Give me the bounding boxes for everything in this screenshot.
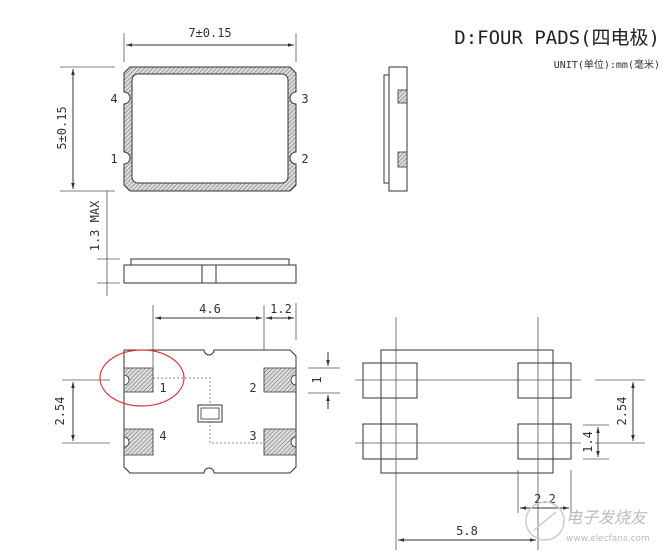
watermark-logo-icon xyxy=(525,501,565,541)
lid xyxy=(131,73,289,184)
pad-2 xyxy=(263,367,297,393)
pin-label-1: 1 xyxy=(110,152,117,166)
watermark-brand: 电子发烧友 xyxy=(566,508,648,527)
bottom-pin-label-1: 1 xyxy=(159,381,166,395)
land-pitch-x-label: 5.8 xyxy=(456,524,478,538)
thickness-dim-label: 1.3 MAX xyxy=(88,200,102,251)
bottom-pin-label-4: 4 xyxy=(159,429,166,443)
height-dim-label: 5±0.15 xyxy=(55,106,69,149)
land-pad xyxy=(362,423,418,460)
pad-pitch-x-label: 4.6 xyxy=(199,302,221,316)
pin-label-4: 4 xyxy=(110,92,117,106)
top-view: 7±0.15 5±0.15 4 3 1 2 xyxy=(55,26,309,192)
width-dim-label: 7±0.15 xyxy=(188,26,231,40)
land-pattern: 1 2.54 1.4 2.2 5.8 xyxy=(308,317,645,550)
land-pad-height-label: 1 xyxy=(310,376,324,383)
land-pad xyxy=(517,423,572,460)
bottom-view: 1 2 3 4 4.6 1.2 2.54 xyxy=(53,302,297,474)
pin1-highlight-circle xyxy=(99,349,185,407)
watermark: 电子发烧友 www.elecfans.com xyxy=(525,501,650,544)
land-pad xyxy=(517,362,572,399)
bottom-pin-label-3: 3 xyxy=(249,429,256,443)
pin-label-3: 3 xyxy=(301,92,308,106)
pin-label-2: 2 xyxy=(301,152,308,166)
right-side-view xyxy=(383,66,408,192)
pad-pitch-y-label: 2.54 xyxy=(53,397,67,426)
pad-width-label: 1.2 xyxy=(270,302,292,316)
pad-3 xyxy=(263,428,297,456)
front-side-view: 1.3 MAX xyxy=(88,191,297,296)
drawing-title: D:FOUR PADS(四电极) xyxy=(454,27,660,49)
watermark-url: www.elecfans.com xyxy=(566,534,650,544)
land-gap-label: 1.4 xyxy=(581,431,595,453)
land-pitch-y-label: 2.54 xyxy=(615,397,629,426)
unit-label: UNIT(单位):mm(毫米) xyxy=(554,58,660,71)
pad-4 xyxy=(123,428,154,456)
bottom-pin-label-2: 2 xyxy=(249,381,256,395)
pad-1 xyxy=(123,367,154,393)
land-pad xyxy=(362,362,418,399)
